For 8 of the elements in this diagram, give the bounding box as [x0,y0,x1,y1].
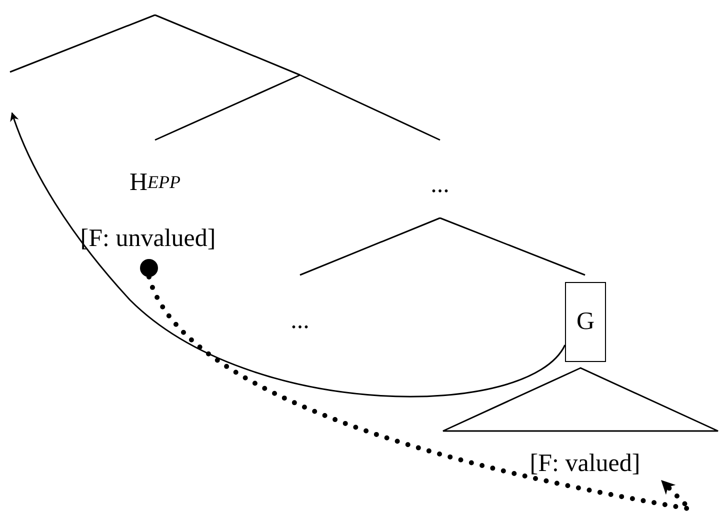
arrow [10,112,566,398]
dot-marker [140,259,158,277]
feature-label: [F: valued] [505,447,665,481]
feature-label: [F: unvalued] [28,222,268,256]
ellipsis: ... [415,170,465,200]
subtree-triangle [442,367,719,432]
ellipsis: ... [275,306,325,336]
goal-box: G [565,282,606,362]
